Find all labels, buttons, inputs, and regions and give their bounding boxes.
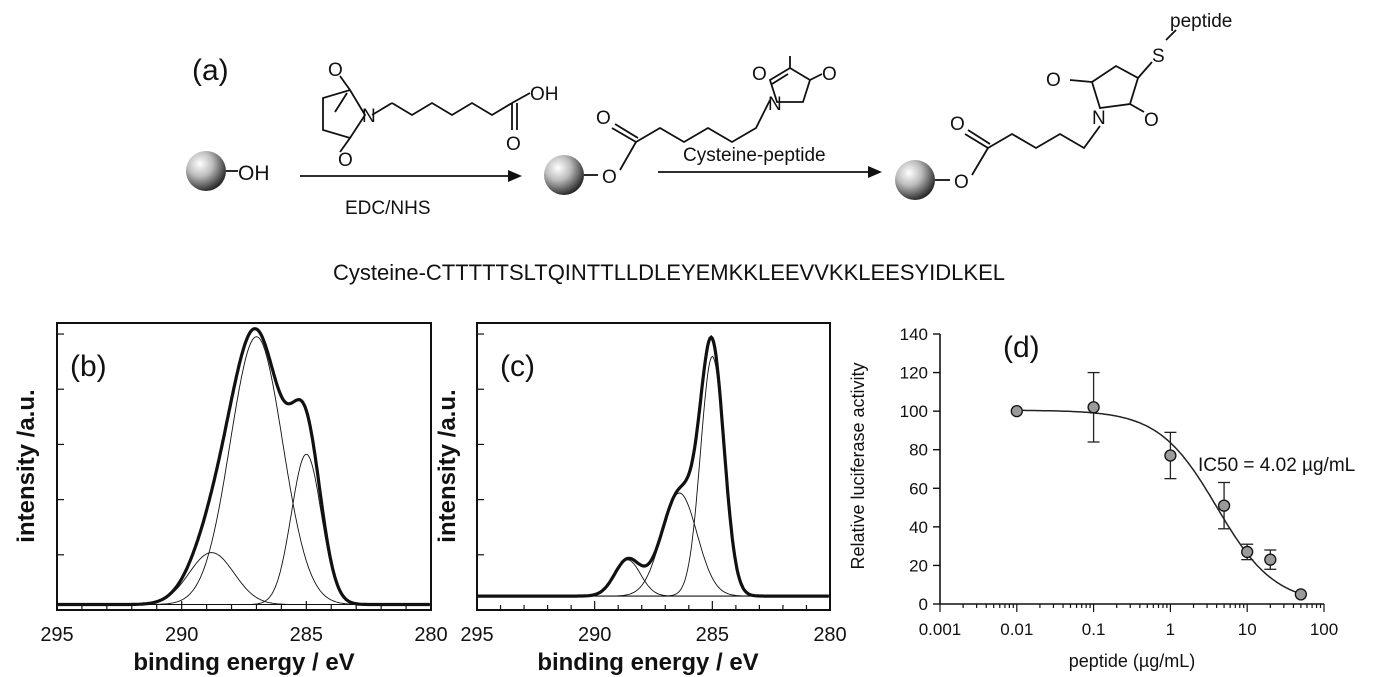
link-o-2: O — [954, 172, 969, 193]
x-tick-label-c: 295 — [460, 624, 493, 646]
component-peak-b-3 — [57, 453, 430, 605]
ring-c-o-1: O — [1046, 70, 1061, 91]
y-axis-label-d: Relative luciferase activity — [848, 362, 868, 569]
x-tick-label-d: 0.001 — [919, 620, 962, 639]
data-point-d-2 — [1087, 401, 1100, 414]
ring-c-n: N — [1092, 108, 1106, 129]
x-tick-label-d: 1 — [1166, 620, 1175, 639]
bead-2 — [544, 155, 584, 195]
data-points-d — [1010, 401, 1308, 601]
reagent-label-edc: EDC/NHS — [345, 198, 431, 219]
xps-panel-b: 295 290 285 280 (b) binding energy / eV int… — [13, 322, 448, 676]
data-point-d-4 — [1217, 499, 1231, 512]
start-oh-label: OH — [238, 162, 270, 185]
x-tick-label-b: 285 — [290, 624, 323, 646]
reaction-arrow-2-head — [868, 166, 882, 178]
component-peak-b-1 — [57, 552, 430, 605]
x-tick-label-d: 100 — [1310, 620, 1338, 639]
ring-a-n: N — [362, 106, 376, 127]
x-tick-label-c: 285 — [696, 624, 729, 646]
data-point-d-3 — [1164, 449, 1177, 462]
dose-response-panel-d: 0 20 40 60 80 100 120 140 0.001 0.01 0.1 1 10 100 (d… — [848, 325, 1355, 671]
x-tick-label-d: 10 — [1238, 620, 1257, 639]
panel-label-c: (c) — [500, 350, 535, 383]
y-tick-label-d: 80 — [909, 441, 928, 460]
ring-b-n: N — [768, 94, 782, 115]
ring-a-o-top: O — [328, 60, 343, 81]
panel-label-d: (d) — [1003, 331, 1040, 364]
x-tick-label-c: 290 — [578, 624, 611, 646]
bead-3 — [895, 160, 935, 200]
data-point-d-7 — [1294, 588, 1308, 601]
reaction-scheme: (a) OH O N O OH O EDC/NHS — [186, 11, 1232, 219]
component-peak-c-1 — [477, 559, 829, 597]
x-axis-label-c: binding energy / eV — [537, 649, 758, 676]
product-structure — [935, 29, 1177, 181]
ring-a-o-bottom: O — [338, 150, 353, 171]
acid-carbonyl-o: O — [506, 134, 521, 155]
data-point-d-6 — [1264, 553, 1277, 566]
x-tick-label-b: 280 — [414, 624, 447, 646]
y-axis-label-b: intensity /a.u. — [13, 389, 40, 542]
x-tick-label-d: 0.1 — [1082, 620, 1106, 639]
reaction-arrow-1-head — [508, 170, 522, 182]
y-axis-label-c: intensity /a.u. — [434, 389, 461, 542]
x-tick-label-c: 280 — [813, 624, 846, 646]
acid-oh: OH — [530, 84, 559, 105]
plot-frame-c — [476, 322, 831, 611]
fit-curve-d — [1016, 409, 1302, 595]
x-tick-labels-c: 295 290 285 280 — [460, 624, 846, 646]
x-tick-label-d: 0.01 — [1000, 620, 1033, 639]
bead-1 — [186, 151, 226, 191]
peptide-tag-label: peptide — [1170, 11, 1232, 32]
x-tick-label-b: 290 — [165, 624, 198, 646]
tick-marks-b — [56, 333, 432, 610]
y-axis-ticks-d: 0 20 40 60 80 100 120 140 — [900, 325, 940, 614]
xps-panel-c: 295 290 285 280 (c) binding energy / eV int… — [434, 322, 847, 676]
y-tick-label-d: 120 — [900, 364, 928, 383]
data-point-d-1 — [1010, 404, 1023, 418]
tick-marks-c — [476, 333, 831, 610]
sulfur-label: S — [1152, 46, 1165, 67]
y-tick-label-d: 0 — [919, 595, 928, 614]
x-axis-label-d: peptide (µg/mL) — [1069, 651, 1195, 671]
x-tick-label-b: 295 — [40, 624, 73, 646]
ic50-annotation: IC50 = 4.02 µg/mL — [1198, 455, 1355, 476]
ring-b-o-2: O — [822, 64, 837, 85]
x-tick-labels-b: 295 290 285 280 — [40, 624, 447, 646]
x-axis-ticks-d: 0.001 0.01 0.1 1 10 100 — [919, 604, 1338, 639]
component-peak-b-2 — [57, 336, 430, 605]
reagent-label-cysteine: Cysteine-peptide — [683, 145, 826, 166]
reagent-maleimide-acid — [322, 75, 531, 153]
intermediate-structure — [584, 56, 823, 176]
y-tick-label-d: 140 — [900, 325, 928, 344]
panel-label-a: (a) — [192, 54, 229, 87]
panel-label-b: (b) — [70, 350, 107, 383]
component-curves-b — [57, 336, 430, 605]
y-tick-label-d: 60 — [909, 479, 928, 498]
y-tick-label-d: 40 — [909, 518, 928, 537]
peptide-sequence: Cysteine-CTTTTTSLTQINTTLLDLEYEMKKLEEVVKK… — [333, 260, 1005, 285]
carbonyl-o-2: O — [950, 114, 965, 135]
ring-b-o-1: O — [752, 64, 767, 85]
link-o-1: O — [602, 167, 617, 188]
carbonyl-o-1: O — [596, 108, 611, 129]
x-axis-label-b: binding energy / eV — [133, 649, 354, 676]
ring-c-o-2: O — [1144, 110, 1159, 131]
component-peak-c-2 — [477, 492, 829, 597]
y-tick-label-d: 20 — [909, 556, 928, 575]
data-point-d-5 — [1241, 545, 1254, 559]
plot-frame-b — [56, 322, 432, 611]
y-tick-label-d: 100 — [900, 402, 928, 421]
